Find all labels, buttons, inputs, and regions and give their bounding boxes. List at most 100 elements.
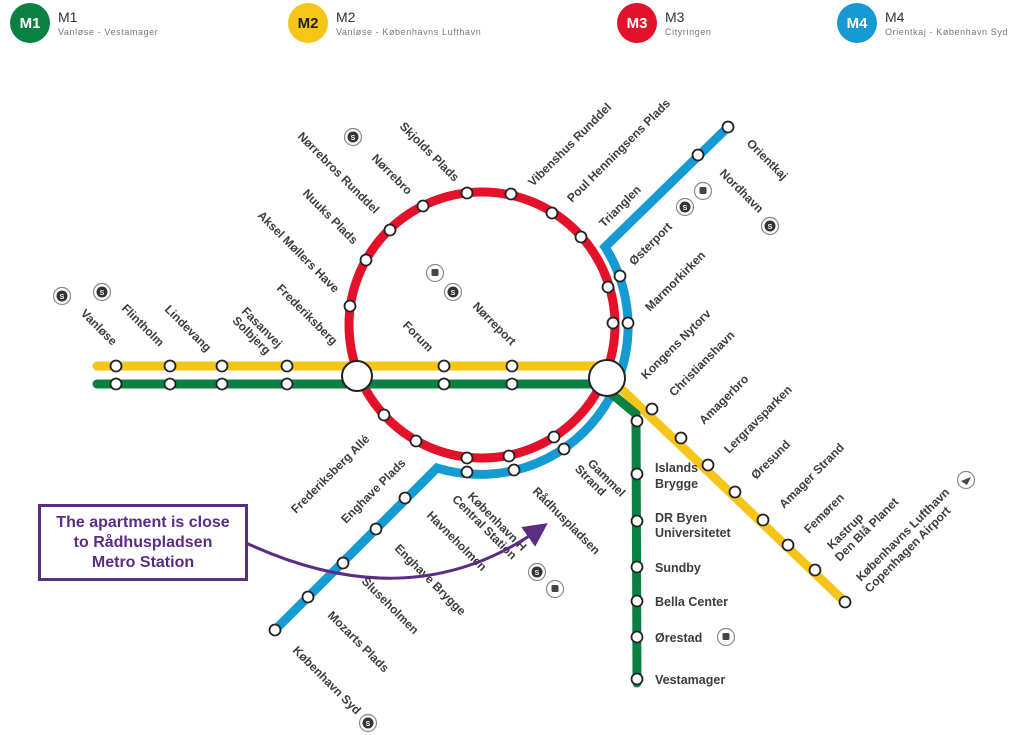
station-stop[interactable] <box>630 514 644 528</box>
label-sluseholmen[interactable]: Sluseholmen <box>359 574 422 637</box>
station-stop[interactable] <box>383 223 397 237</box>
station-stop[interactable] <box>808 563 822 577</box>
station-stop[interactable] <box>109 377 123 391</box>
station-stop[interactable] <box>268 623 282 637</box>
station-stop[interactable] <box>691 148 705 162</box>
station-stop[interactable] <box>416 199 430 213</box>
station-stop[interactable] <box>163 377 177 391</box>
label-trianglen[interactable]: Trianglen <box>596 183 644 231</box>
station-stop[interactable] <box>838 595 852 609</box>
label-enghave-brygge[interactable]: Enghave Brygge <box>392 541 469 618</box>
interchange-kongens-nytorv[interactable] <box>588 359 626 397</box>
callout-line: The apartment is close <box>56 513 230 531</box>
m4-title: M4 <box>885 9 905 25</box>
label-amagerbro[interactable]: Amagerbro <box>696 372 751 427</box>
station-stop[interactable] <box>502 449 516 463</box>
svg-text:S: S <box>351 135 356 142</box>
station-stop[interactable] <box>280 377 294 391</box>
station-stop[interactable] <box>574 230 588 244</box>
station-stop[interactable] <box>398 491 412 505</box>
station-stop[interactable] <box>377 408 391 422</box>
label-bella-center[interactable]: Bella Center <box>655 595 728 609</box>
station-stop[interactable] <box>756 513 770 527</box>
label-kobenhavn-syd[interactable]: København Syd <box>290 643 364 717</box>
svg-text:S: S <box>535 570 540 577</box>
label-enghave-plads[interactable]: Enghave Plads <box>338 456 408 526</box>
label-skjolds-plads[interactable]: Skjolds Plads <box>397 119 462 184</box>
label-orestad[interactable]: Ørestad <box>655 631 702 645</box>
label-gammel-strand[interactable]: GammelStrand <box>572 453 628 509</box>
station-stop[interactable] <box>630 630 644 644</box>
station-stop[interactable] <box>369 522 383 536</box>
station-stop[interactable] <box>109 359 123 373</box>
station-stop[interactable] <box>674 431 688 445</box>
label-fasanvej[interactable]: FasanvejSolbjerg <box>230 304 285 359</box>
station-stop[interactable] <box>728 485 742 499</box>
m4-route: Orientkaj - København Syd <box>885 27 1009 37</box>
station-stop[interactable] <box>409 434 423 448</box>
s-train-icon: S <box>343 127 363 147</box>
station-stop[interactable] <box>630 672 644 686</box>
station-stop[interactable] <box>505 359 519 373</box>
station-stop[interactable] <box>557 442 571 456</box>
station-stop[interactable] <box>613 269 627 283</box>
station-stop[interactable] <box>781 538 795 552</box>
station-stop[interactable] <box>437 377 451 391</box>
interchange-frederiksberg[interactable] <box>341 360 373 392</box>
s-train-icon: S <box>760 216 780 236</box>
station-stop[interactable] <box>359 253 373 267</box>
m3-route: Cityringen <box>665 27 712 37</box>
s-train-icon: S <box>527 562 547 582</box>
station-stop[interactable] <box>505 377 519 391</box>
label-nordhavn[interactable]: Nordhavn <box>717 166 767 216</box>
station-stop[interactable] <box>301 590 315 604</box>
station-stop[interactable] <box>437 359 451 373</box>
station-stop[interactable] <box>630 467 644 481</box>
label-poul-henningsens-plads[interactable]: Poul Henningsens Plads <box>564 96 673 205</box>
label-radhuspladsen[interactable]: Rådhuspladsen <box>530 484 603 557</box>
station-stop[interactable] <box>621 316 635 330</box>
station-stop[interactable] <box>215 359 229 373</box>
station-stop[interactable] <box>601 280 615 294</box>
station-stop[interactable] <box>630 594 644 608</box>
label-lindevang[interactable]: Lindevang <box>162 302 214 354</box>
label-norrebro[interactable]: Nørrebro <box>369 151 415 197</box>
station-stop[interactable] <box>630 560 644 574</box>
s-train-icon: S <box>443 282 463 302</box>
station-stop[interactable] <box>460 451 474 465</box>
station-stop[interactable] <box>645 402 659 416</box>
label-sundby[interactable]: Sundby <box>655 561 701 575</box>
label-kobenhavns-lufthavn[interactable]: Københavns LufthavnCopenhagen Airport <box>852 485 962 595</box>
station-stop[interactable] <box>630 414 644 428</box>
station-stop[interactable] <box>460 465 474 479</box>
station-stop[interactable] <box>163 359 177 373</box>
label-vestamager[interactable]: Vestamager <box>655 673 725 687</box>
label-osterport[interactable]: Østerport <box>626 220 675 269</box>
station-stop[interactable] <box>215 377 229 391</box>
station-stop[interactable] <box>343 299 357 313</box>
station-stop[interactable] <box>336 556 350 570</box>
label-vanlose[interactable]: Vanløse <box>78 306 120 348</box>
label-flintholm[interactable]: Flintholm <box>119 301 167 349</box>
station-stop[interactable] <box>545 206 559 220</box>
station-stop[interactable] <box>547 430 561 444</box>
train-icon <box>545 579 565 599</box>
station-stop[interactable] <box>507 463 521 477</box>
station-stop[interactable] <box>721 120 735 134</box>
label-norreport[interactable]: Nørreport <box>470 299 519 348</box>
m4-line <box>271 123 732 634</box>
m1-badge: M1 <box>10 3 50 43</box>
station-stop[interactable] <box>504 187 518 201</box>
station-stop[interactable] <box>280 359 294 373</box>
station-stop[interactable] <box>606 316 620 330</box>
label-marmorkirken[interactable]: Marmorkirken <box>642 248 708 314</box>
label-orientkaj[interactable]: Orientkaj <box>744 136 791 183</box>
station-stop[interactable] <box>460 186 474 200</box>
label-forum[interactable]: Forum <box>400 318 436 354</box>
label-oresund[interactable]: Øresund <box>748 437 793 482</box>
station-stop[interactable] <box>701 458 715 472</box>
label-mozarts-plads[interactable]: Mozarts Plads <box>325 608 392 675</box>
